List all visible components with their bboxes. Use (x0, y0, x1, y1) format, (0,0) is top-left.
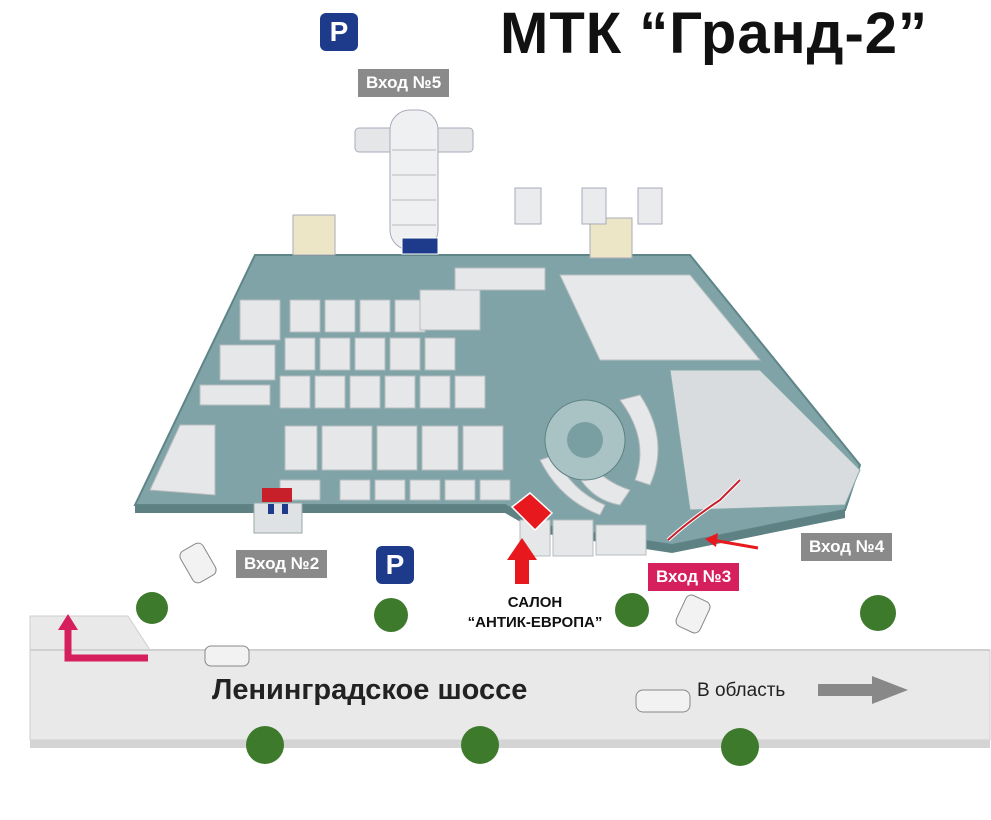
direction-text: В область (697, 680, 786, 701)
shops (149, 267, 659, 557)
entrance-5-label: Вход №5 (358, 69, 450, 97)
car-icon (179, 542, 711, 713)
salon-caption: САЛОН “АНТИК-ЕВРОПА” (455, 593, 615, 633)
salon-caption-line2: “АНТИК-ЕВРОПА” (467, 614, 603, 631)
parking-icon: P (320, 13, 358, 51)
entrance-2-porch (253, 488, 303, 534)
turn-arrow-icon (58, 614, 148, 662)
road-name: Ленинградское шоссе (212, 674, 528, 706)
tree-icon (136, 592, 896, 766)
salon-antik-evropa[interactable] (510, 492, 554, 532)
entrance-4-label: Вход №4 (801, 533, 893, 561)
entrance-5-corridor (354, 109, 474, 255)
pointer-arrow-icon (705, 533, 759, 550)
parking-icon: P (376, 546, 414, 584)
map-title: МТК “Гранд-2” (500, 1, 929, 66)
up-arrow-icon (507, 538, 537, 584)
kiosks (292, 187, 663, 259)
atrium (544, 399, 626, 481)
entrance-3-label: Вход №3 (648, 563, 740, 591)
right-arrow-icon (818, 676, 908, 704)
entrance-2-label: Вход №2 (236, 550, 328, 578)
entrance-3-porch (666, 478, 742, 542)
salon-caption-line1: САЛОН (507, 594, 563, 611)
